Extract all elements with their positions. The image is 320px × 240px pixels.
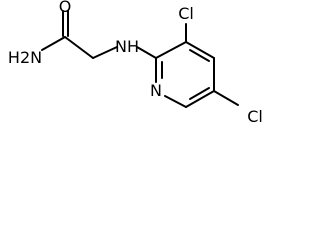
bond-c-nh2 xyxy=(41,36,66,51)
ring-bond-c6-n xyxy=(164,95,187,108)
ring-bond-c2-c3 xyxy=(155,41,187,59)
atom-amide-nitrogen: H2N xyxy=(8,48,42,67)
molecule-structure: O H2N NH N Cl Cl xyxy=(8,0,263,126)
atom-chlorine-3: Cl xyxy=(178,4,194,23)
bond-ch2-nh xyxy=(92,46,118,59)
atom-amine-nitrogen: NH xyxy=(115,37,139,56)
bond-c-ch2 xyxy=(64,36,94,59)
ring-bond-c3-c4-inner xyxy=(189,49,210,62)
bond-c5-cl xyxy=(213,90,239,106)
atom-labels: O H2N NH N Cl Cl xyxy=(8,0,263,126)
atom-oxygen: O xyxy=(59,0,72,16)
ring-bond-c5-c6 xyxy=(185,90,215,108)
ring-bond-c5-c6-inner xyxy=(189,87,210,100)
atom-chlorine-5: Cl xyxy=(247,107,263,126)
bonds xyxy=(41,10,239,108)
atom-ring-nitrogen: N xyxy=(150,81,162,100)
bond-nh-c2 xyxy=(136,46,157,59)
ring-bond-c3-c4 xyxy=(185,41,215,59)
